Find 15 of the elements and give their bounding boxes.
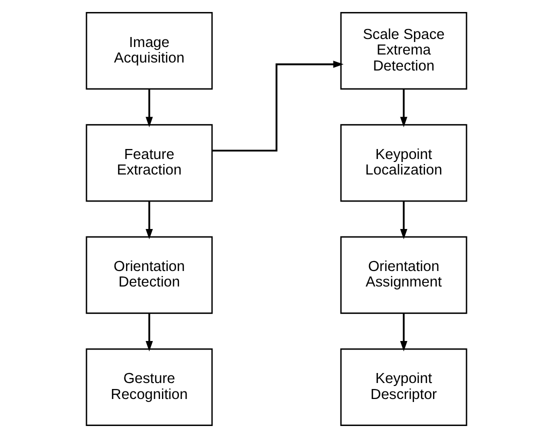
node-box: Orientation Detection [86, 236, 213, 314]
node-box: Keypoint Descriptor [340, 348, 468, 426]
arrow [212, 60, 344, 152]
arrow [146, 89, 153, 128]
node-box: Feature Extraction [86, 124, 213, 202]
node-box: Image Acquisition [86, 12, 213, 90]
arrow [146, 313, 153, 352]
node-box: Orientation Assignment [340, 236, 468, 314]
arrow [146, 201, 153, 240]
arrow [400, 201, 408, 240]
node-box: Scale Space Extrema Detection [340, 12, 468, 90]
arrow [400, 89, 408, 128]
node-box: Keypoint Localization [340, 124, 468, 202]
node-box: Gesture Recognition [86, 348, 213, 426]
arrow [400, 313, 408, 352]
